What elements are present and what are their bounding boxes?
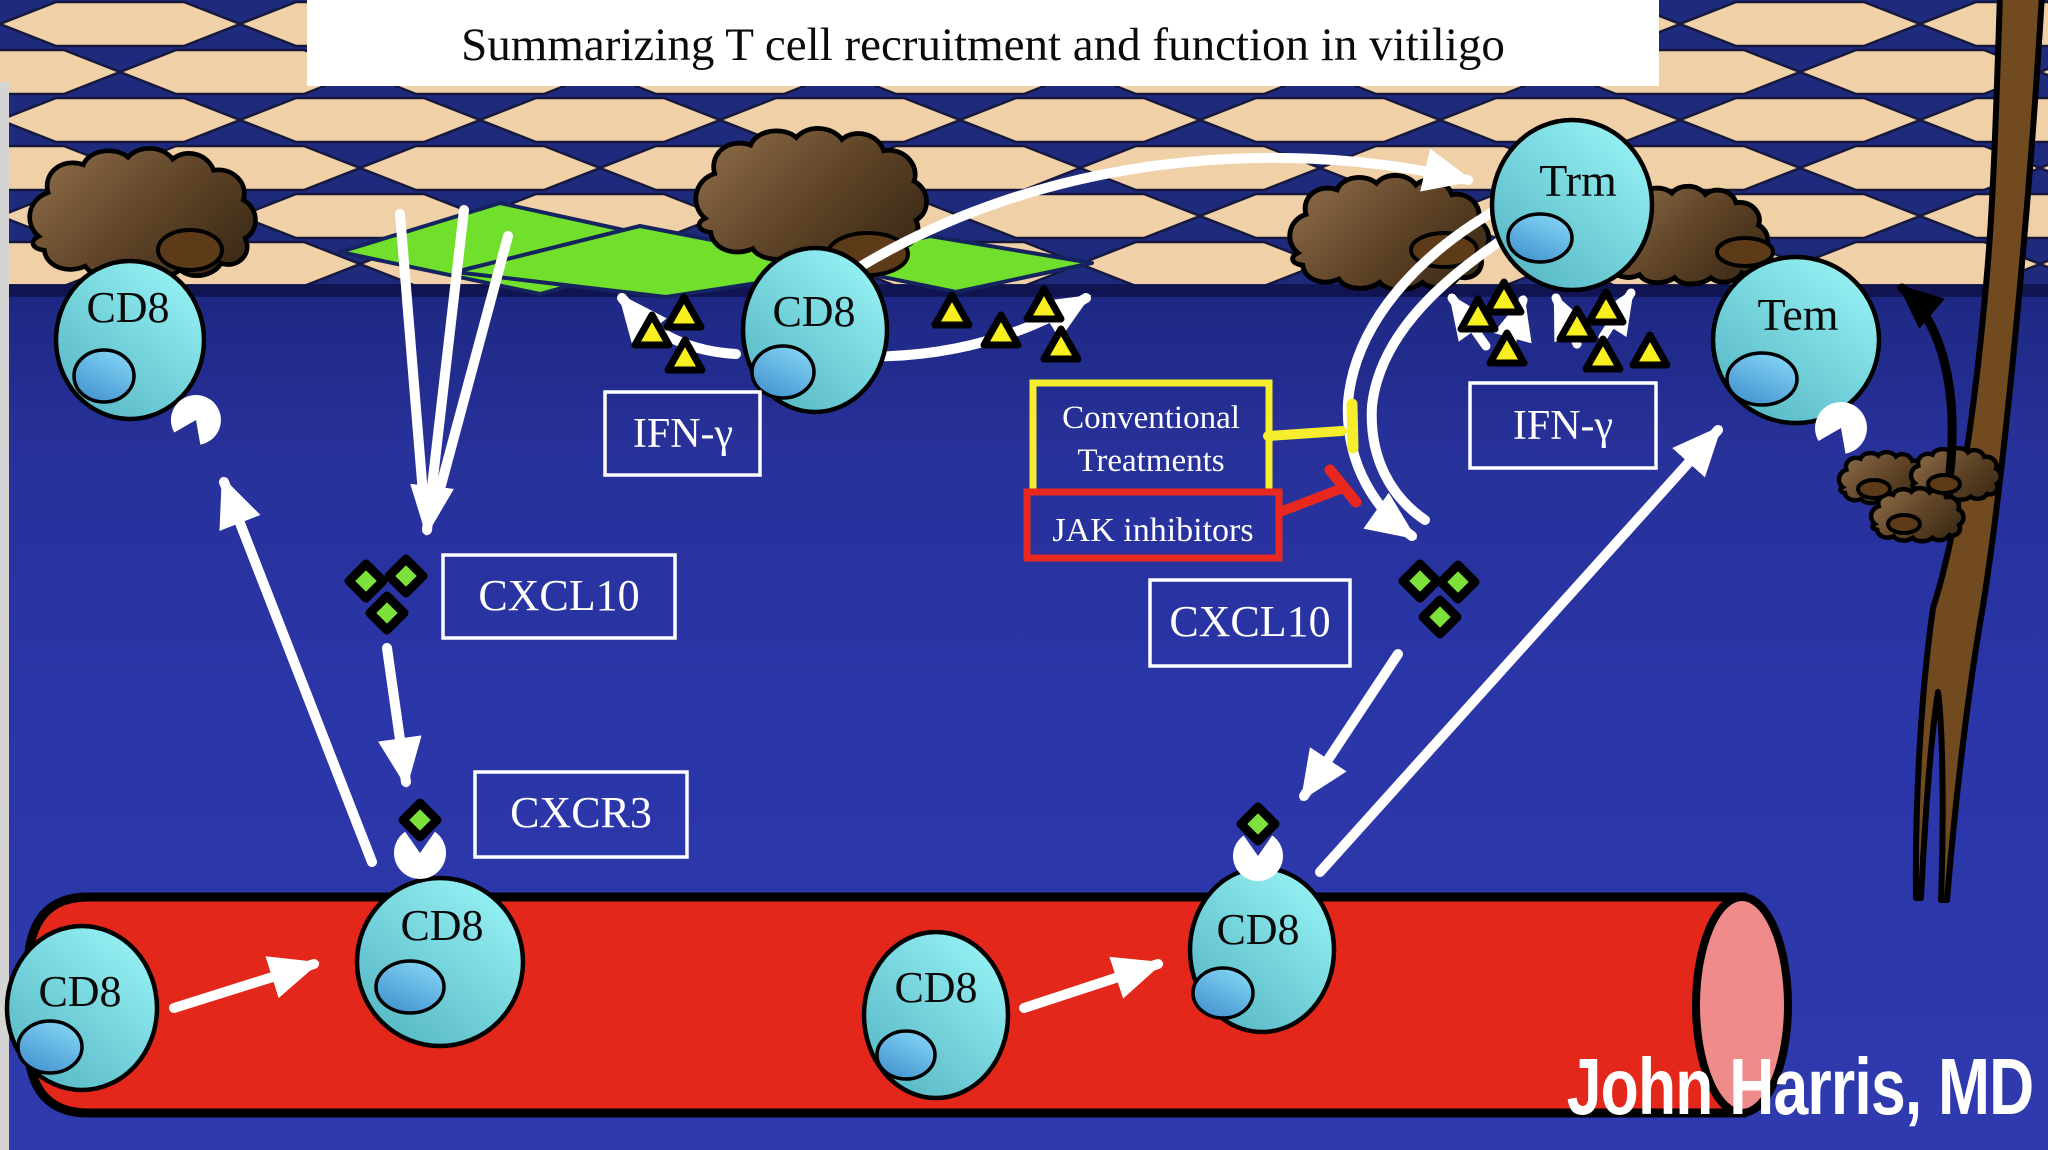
cd8-label: CD8: [400, 901, 483, 950]
arrow-cd8-to-tem: [1315, 425, 1723, 877]
page-title: Summarizing T cell recruitment and funct…: [461, 19, 1505, 71]
cd8-cell-epidermis-center: CD8: [740, 245, 890, 415]
cd8-label: CD8: [38, 967, 121, 1016]
nucleus: [875, 1029, 937, 1081]
melanosome: [1856, 478, 1892, 500]
melanosome: [1886, 513, 1922, 535]
jak-inhibitors-box: JAK inhibitors: [1023, 488, 1283, 562]
nucleus: [1506, 212, 1574, 264]
ifn-gamma-label: IFN-γ: [1513, 403, 1613, 449]
cxcr3-receptor-icon: [1815, 401, 1868, 454]
jak-inhibitors-label: JAK inhibitors: [1052, 512, 1253, 549]
arrow-vessel-flow-left: [169, 956, 320, 1013]
arrow-cxcl10-to-cxcr3: [378, 643, 422, 788]
ifn-gamma-box-right: IFN-γ: [1468, 381, 1658, 470]
arrow-melanocyte-cxcl10-1: [395, 209, 429, 511]
cxcl10-label: CXCL10: [1169, 597, 1330, 646]
arrow-vessel-flow-right: [1019, 956, 1164, 1013]
cd8-label: CD8: [772, 287, 855, 336]
nucleus: [16, 1019, 84, 1075]
cxcl10-box-left: CXCL10: [441, 553, 677, 640]
cd8-label: CD8: [1216, 905, 1299, 954]
nucleus: [750, 344, 816, 400]
title-background: [307, 0, 1659, 86]
cxcr3-receptor-icon: [1232, 835, 1283, 882]
cxcr3-receptor-icon: [394, 831, 446, 880]
arrow-follicle-to-epidermis: [1897, 283, 1957, 477]
inhibition-bars: [1263, 398, 1362, 517]
melanosome: [156, 228, 224, 272]
tem-label: Tem: [1757, 289, 1838, 340]
title-bar: Summarizing T cell recruitment and funct…: [307, 0, 1659, 86]
cd8-cell-vessel-mid: CD8: [861, 929, 1011, 1101]
cxcl10-box-right: CXCL10: [1148, 578, 1352, 668]
label-layer: Summarizing T cell recruitment and funct…: [307, 0, 2034, 1132]
arrow-ifn-release-left: [617, 293, 741, 359]
cd8-label: CD8: [86, 283, 169, 332]
arrow-cd8-to-trm: [853, 148, 1474, 273]
ifn-gamma-label: IFN-γ: [633, 411, 733, 457]
vessel-end-cap: [1692, 893, 1792, 1117]
cxcr3-box: CXCR3: [473, 770, 689, 859]
conventional-inhibit-line: [1263, 426, 1347, 441]
cells-layer: CD8 CD8 Trm Tem CD8 CD8: [4, 117, 1882, 1101]
conventional-label-line1: Conventional: [1062, 400, 1240, 436]
cxcl10-label: CXCL10: [478, 571, 639, 620]
melanocyte-cloud: [30, 148, 256, 278]
cd8-cell-extravasating-left: CD8: [354, 875, 526, 1049]
cd8-cell-extravasating-right: CD8: [1187, 865, 1337, 1035]
melanosome: [1715, 236, 1775, 268]
conventional-label-line2: Treatments: [1077, 443, 1224, 479]
cd8-label: CD8: [894, 963, 977, 1012]
jak-inhibit-cap: [1324, 464, 1362, 508]
nucleus: [1191, 966, 1255, 1020]
cd8-cell-epidermis-left: CD8: [53, 258, 207, 422]
nucleus: [72, 348, 136, 404]
molecule-layer: [170, 282, 1868, 882]
arrow-cd8-to-epidermis-left: [219, 476, 377, 867]
arrow-cxcl10-to-cd8-right: [1299, 649, 1403, 802]
arrow-melanocyte-cxcl10-3: [431, 231, 513, 509]
arrow-trm-to-cxcl10-1: [1342, 200, 1510, 541]
tem-cell: Tem: [1710, 254, 1882, 426]
trm-label: Trm: [1539, 155, 1617, 206]
cd8-cell-vessel-left: CD8: [4, 923, 160, 1093]
melanosome: [1926, 473, 1962, 495]
arrow-melanocyte-cxcl10-2: [410, 205, 469, 536]
cxcr3-label: CXCR3: [510, 788, 652, 837]
slide-edge: [0, 82, 9, 1150]
nucleus: [374, 959, 446, 1015]
nucleus: [1725, 351, 1799, 407]
conventional-inhibit-cap: [1346, 398, 1359, 454]
cxcr3-receptor-icon: [170, 394, 221, 445]
arrow-trm-to-cxcl10-2: [1366, 222, 1527, 525]
author-credit: John Harris, MD: [1567, 1043, 2034, 1132]
ifn-gamma-box-left: IFN-γ: [603, 390, 762, 477]
jak-inhibit-line: [1275, 484, 1345, 517]
trm-cell: Trm: [1489, 117, 1655, 293]
